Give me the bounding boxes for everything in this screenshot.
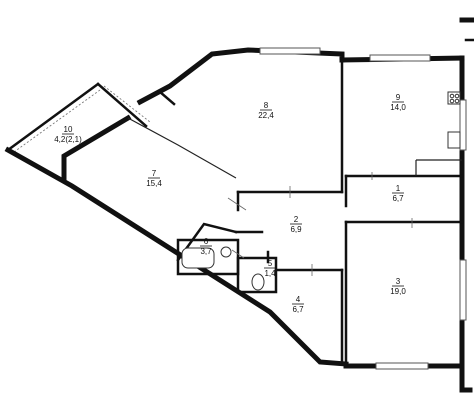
toilet-icon [251,273,265,291]
balcony-glazing [6,82,151,153]
room-1-number: 1 [396,184,401,193]
room-7-label: 7 15,4 [146,169,162,188]
room-7-area: 15,4 [146,179,162,188]
room-8-label: 8 22,4 [258,101,274,120]
door-openings [227,172,413,276]
room-3-area: 19,0 [390,287,406,296]
room-9-area: 14,0 [390,103,406,112]
room-2-label: 2 6,9 [290,215,302,234]
room-4-number: 4 [296,295,301,304]
fixtures [181,91,462,291]
room-6-label: 6 3,7 [200,237,212,256]
room-4-label: 4 6,7 [292,295,304,314]
room-2-number: 2 [294,215,299,224]
room-5-label: 5 1,4 [264,259,276,278]
room-1-label: 1 6,7 [392,184,404,203]
room-4-area: 6,7 [292,305,304,314]
room-10-label: 10 4,2(2,1) [54,125,82,144]
room-9-number: 9 [396,93,401,102]
room-3-number: 3 [396,277,401,286]
room-8-number: 8 [264,101,269,110]
room-2-area: 6,9 [290,225,302,234]
interior-walls [127,58,464,368]
kitchen-sink-icon [447,131,461,149]
bathtub-icon [181,247,215,269]
room-6-number: 6 [204,237,209,246]
room-3-label: 3 19,0 [390,277,406,296]
exterior-walls [4,17,474,393]
room-6-area: 3,7 [200,247,212,256]
room-10-number: 10 [64,125,73,134]
exterior-windows [158,47,467,370]
room-5-number: 5 [268,259,273,268]
room-5-area: 1,4 [264,269,276,278]
room-7-number: 7 [152,169,157,178]
room-8-area: 22,4 [258,111,274,120]
room-10-area: 4,2(2,1) [54,135,82,144]
room-9-label: 9 14,0 [390,93,406,112]
room-1-area: 6,7 [392,194,404,203]
sink-icon [220,246,232,258]
